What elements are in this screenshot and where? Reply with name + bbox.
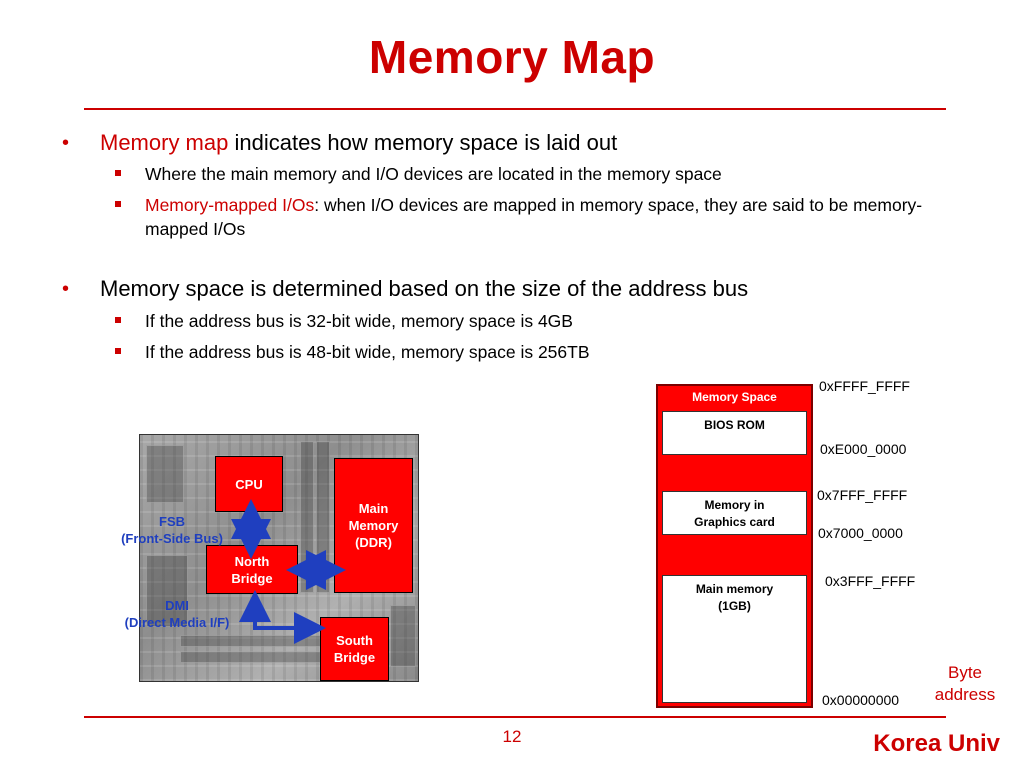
fsb-label-line-2: (Front-Side Bus): [121, 531, 223, 546]
address-main-top: 0x3FFF_FFFF: [825, 573, 916, 589]
cpu-label: CPU: [235, 476, 263, 492]
address-top: 0xFFFF_FFFF: [819, 378, 910, 394]
main-memory-label-2: Memory: [348, 518, 399, 533]
main-memory-label-3: (DDR): [355, 535, 392, 550]
bullet-dot: •: [62, 278, 70, 300]
bios-rom-label: BIOS ROM: [704, 418, 765, 432]
bios-rom-region: BIOS ROM: [662, 411, 807, 455]
graphics-memory-label-1: Memory in: [704, 498, 765, 512]
dmi-arrow: [239, 590, 326, 644]
main-memory-region-label-2: (1GB): [718, 599, 751, 613]
bullet-highlight: Memory map: [100, 130, 229, 155]
brand-label: Korea Univ: [873, 730, 1000, 757]
main-memory-region-label-1: Main memory: [695, 582, 774, 596]
south-bridge-label-1: South: [336, 633, 373, 648]
footer-divider: [84, 716, 946, 718]
address-bottom: 0x00000000: [822, 692, 900, 708]
address-graphics-bottom: 0x7000_0000: [818, 525, 903, 541]
address-graphics-top: 0x7FFF_FFFF: [817, 487, 908, 503]
sub-bullet-square: [115, 348, 121, 354]
slide-title: Memory Map: [368, 31, 656, 83]
board-component: [146, 555, 188, 627]
byte-address-line-2: address: [934, 685, 996, 704]
main-memory-label-1: Main: [358, 501, 389, 516]
south-bridge-block: South Bridge: [320, 617, 389, 681]
sub-bullet-highlight: Memory-mapped I/Os: [145, 195, 315, 215]
sub-bullet-mmio: Memory-mapped I/Os: when I/O devices are…: [145, 193, 965, 241]
byte-address-label: Byte address: [922, 662, 1008, 706]
sub-bullet-location: Where the main memory and I/O devices ar…: [145, 164, 722, 184]
south-bridge-label-2: Bridge: [333, 650, 376, 665]
page-number: 12: [502, 727, 522, 746]
fsb-label: FSB (Front-Side Bus): [104, 513, 240, 547]
title-divider: [84, 108, 946, 110]
address-bios-bottom: 0xE000_0000: [820, 441, 907, 457]
sub-bullet-text: : when I/O devices are mapped in memory …: [145, 195, 923, 239]
north-bridge-label-2: Bridge: [231, 570, 273, 586]
byte-address-line-1: Byte: [947, 663, 983, 682]
dmi-label-line-2: (Direct Media I/F): [124, 615, 230, 630]
main-memory-region: Main memory (1GB): [662, 575, 807, 703]
sub-bullet-32bit: If the address bus is 32-bit wide, memor…: [145, 311, 573, 331]
bullet-memory-map: Memory map indicates how memory space is…: [100, 130, 617, 156]
bullet-dot: •: [62, 132, 70, 154]
memory-space-diagram: Memory Space BIOS ROM Memory in Graphics…: [656, 384, 813, 708]
graphics-memory-label-2: Graphics card: [694, 515, 775, 529]
board-component: [390, 605, 416, 667]
bullet-text: indicates how memory space is laid out: [228, 130, 618, 155]
sub-bullet-square: [115, 317, 121, 323]
sub-bullet-square: [115, 201, 121, 207]
graphics-memory-region: Memory in Graphics card: [662, 491, 807, 535]
memory-space-header: Memory Space: [692, 390, 777, 404]
sub-bullet-48bit: If the address bus is 48-bit wide, memor…: [145, 342, 590, 362]
bullet-address-bus: Memory space is determined based on the …: [100, 276, 749, 301]
board-component: [146, 445, 184, 503]
main-memory-block: Main Memory (DDR): [334, 458, 413, 593]
sub-bullet-square: [115, 170, 121, 176]
fsb-label-line-1: FSB: [159, 514, 185, 529]
dmi-label-line-1: DMI: [165, 598, 189, 613]
dmi-label: DMI (Direct Media I/F): [104, 597, 250, 631]
